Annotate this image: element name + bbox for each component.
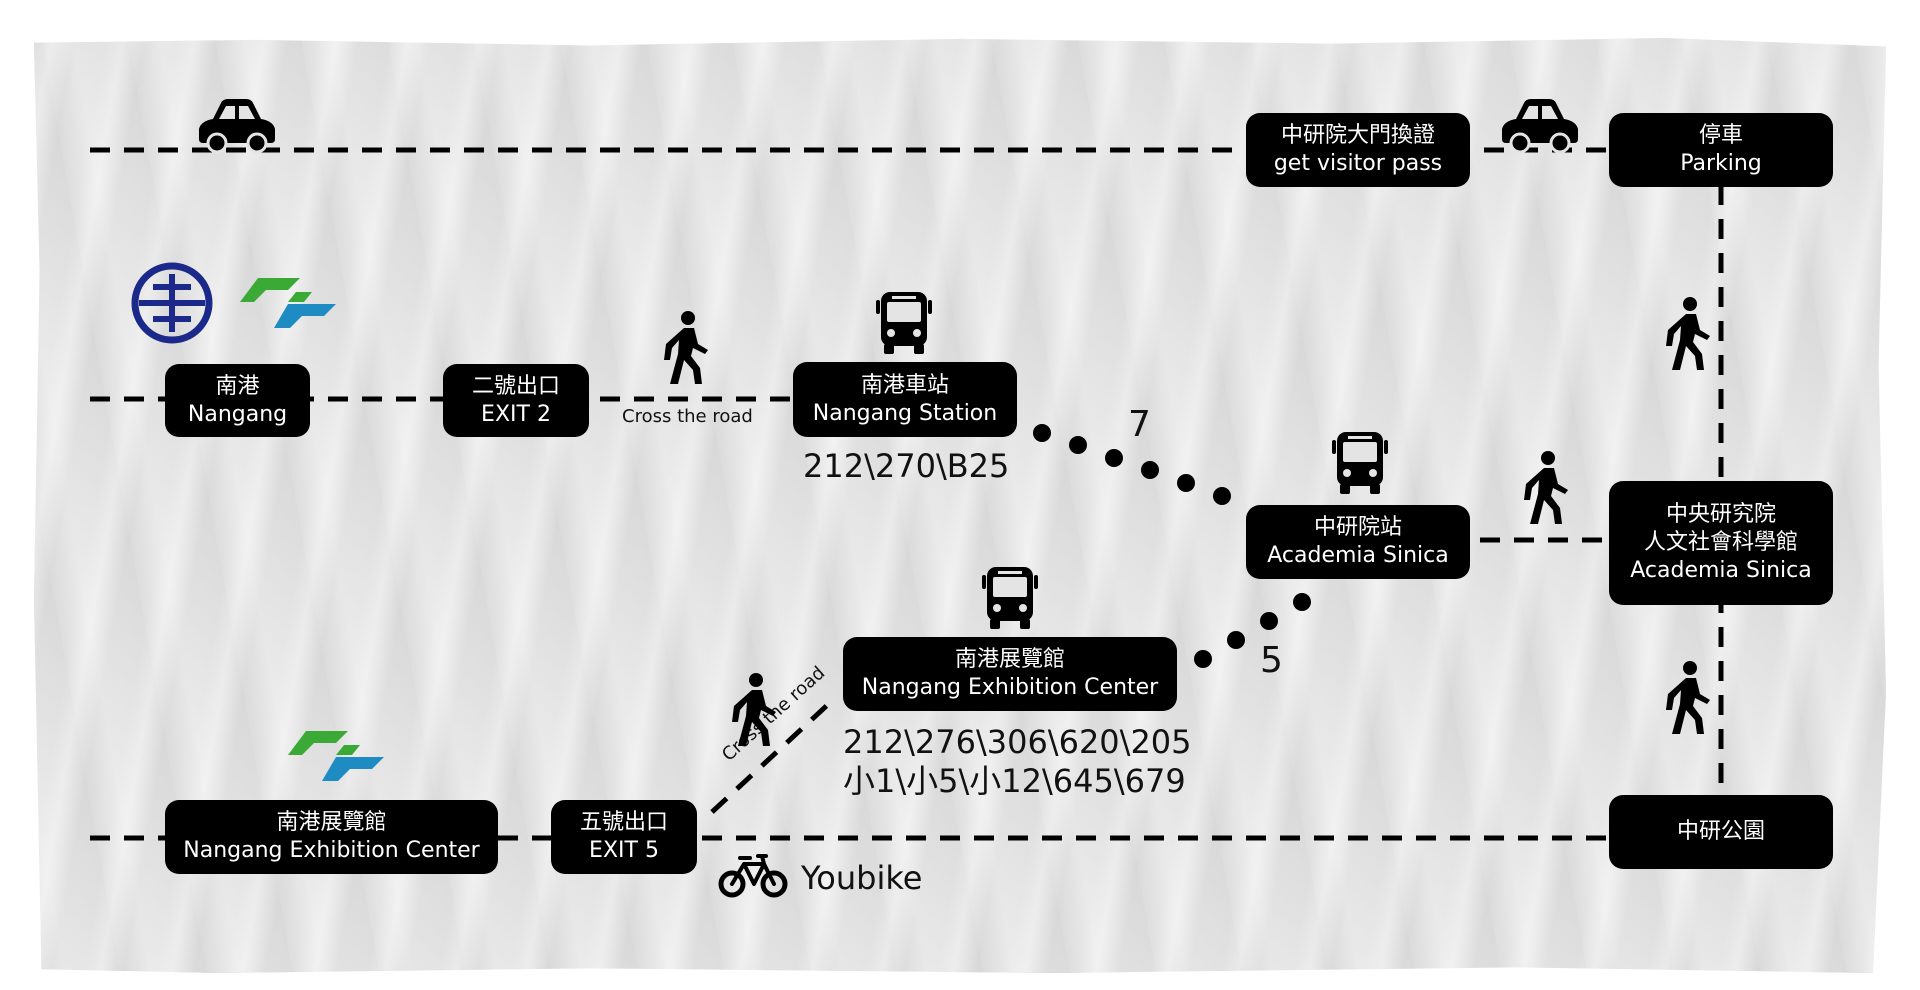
node-parking: 停車 Parking [1609,113,1833,187]
node-exhibition-stop-en: Nangang Exhibition Center [861,675,1159,700]
youbike-label: Youbike [801,859,923,897]
bus-7-dot [1141,461,1159,479]
bus-7-dot [1105,449,1123,467]
node-exit5-zh: 五號出口 [579,810,668,835]
node-academia-stop-en: Academia Sinica [1267,543,1449,568]
node-humanities-zh1: 中央研究院 [1665,502,1776,527]
walking-person-icon [732,673,776,746]
metro-logo-icon [288,731,384,781]
node-humanities-zh2: 人文社會科學館 [1643,530,1798,555]
route-7-label: 7 [1128,404,1151,445]
car-icon [199,99,275,154]
bus-5-dot [1227,631,1245,649]
bus-icon [982,567,1038,629]
tra-logo-icon [131,262,213,344]
node-nangang-zh: 南港 [215,373,260,399]
metro-logo-icon [240,278,336,328]
bus-7-dot [1033,424,1051,442]
routes-exhibition-line2: 小1\小5\小12\645\679 [843,762,1186,800]
node-visitor-pass-en: get visitor pass [1273,151,1443,176]
node-nangang: 南港 Nangang [165,364,310,437]
walking-person-icon [1666,297,1710,370]
node-nangang-station-en: Nangang Station [812,400,998,426]
node-exhibition-stop-zh: 南港展覽館 [954,647,1065,672]
route-5-label: 5 [1260,640,1283,681]
node-exit5: 五號出口 EXIT 5 [551,800,697,874]
node-nangang-station-zh: 南港車站 [860,372,949,398]
node-nangang-en: Nangang [187,401,288,427]
node-exhibition-mrt-en: Nangang Exhibition Center [183,838,480,863]
node-academia-stop: 中研院站 Academia Sinica [1246,505,1470,579]
node-parking-en: Parking [1680,151,1762,176]
node-exhibition-mrt-zh: 南港展覽館 [276,810,387,835]
node-exit2-zh: 二號出口 [471,373,560,399]
routes-station: 212\270\B25 [803,447,1010,485]
car-icon [1502,99,1578,154]
node-visitor-pass-zh: 中研院大門換證 [1280,123,1435,148]
walking-person-icon [1666,661,1710,734]
bus-5-dot [1293,593,1311,611]
bus-icon [1332,432,1388,494]
walking-person-icon [664,311,708,384]
bus-icon [876,292,932,354]
node-nangang-station: 南港車站 Nangang Station [793,362,1017,437]
node-exhibition-mrt: 南港展覽館 Nangang Exhibition Center [165,800,498,874]
cross-road-diagonal-line [710,696,837,814]
node-academia-stop-zh: 中研院站 [1313,515,1402,540]
walking-person-icon [1524,451,1568,524]
bus-7-dot [1213,487,1231,505]
node-visitor-pass: 中研院大門換證 get visitor pass [1246,113,1470,187]
bus-7-dot [1069,436,1087,454]
node-humanities: 中央研究院 人文社會科學館 Academia Sinica [1609,481,1833,605]
bus-5-dot [1194,650,1212,668]
node-exit5-en: EXIT 5 [589,838,659,863]
cross-road-label: Cross the road [622,406,753,427]
bus-7-dot [1177,474,1195,492]
node-parking-zh: 停車 [1698,123,1743,148]
node-exhibition-stop: 南港展覽館 Nangang Exhibition Center [843,637,1177,711]
node-park-zh: 中研公園 [1676,819,1765,844]
bicycle-icon [718,854,788,898]
bus-5-dot [1260,612,1278,630]
node-park: 中研公園 [1609,795,1833,869]
node-exit2-en: EXIT 2 [481,401,551,427]
node-exit2: 二號出口 EXIT 2 [443,364,589,437]
node-humanities-en: Academia Sinica [1630,558,1812,583]
routes-exhibition-line1: 212\276\306\620\205 [843,723,1192,761]
